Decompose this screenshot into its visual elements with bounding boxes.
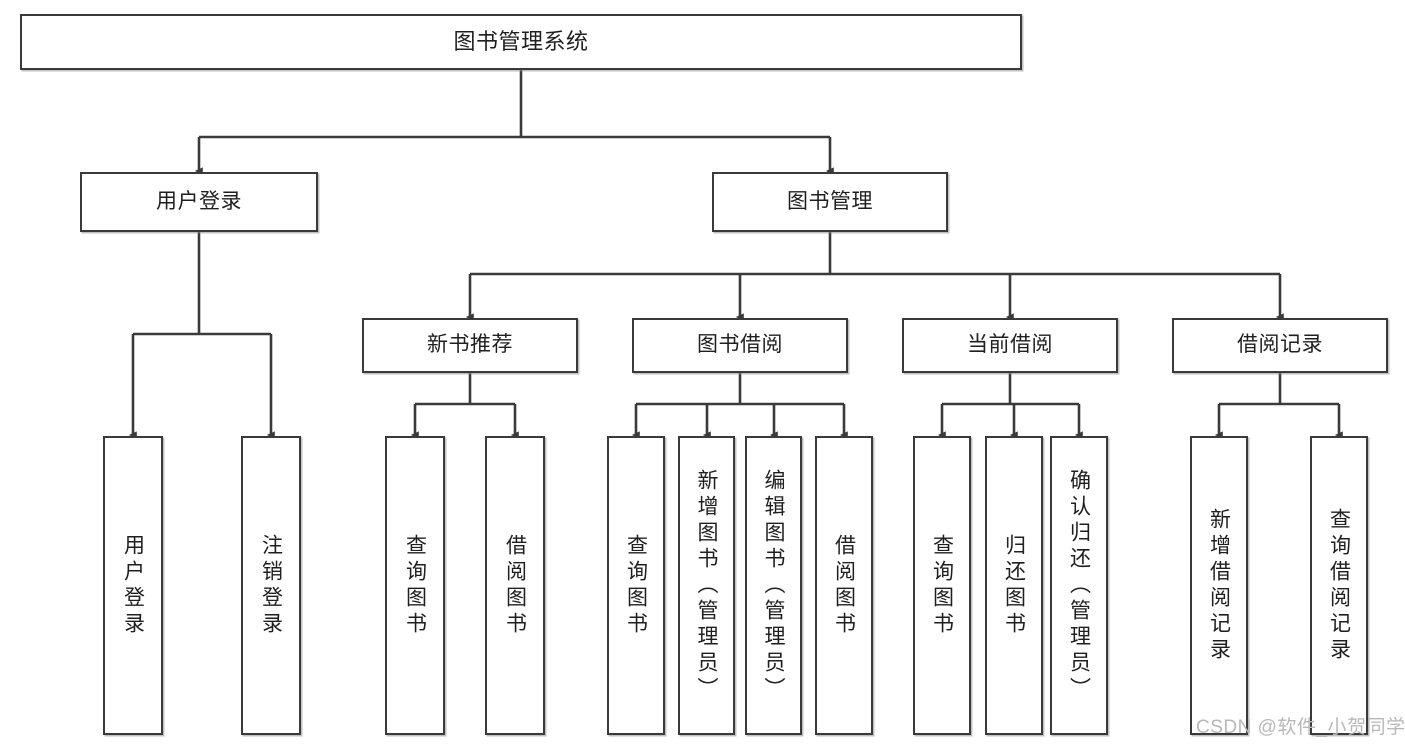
node-label: 注销登录 bbox=[259, 533, 283, 638]
connector-lines bbox=[128, 70, 1343, 439]
node-leaf-edit-book[interactable]: 编辑图书（管理员） bbox=[745, 436, 802, 735]
node-leaf-add-book[interactable]: 新增图书（管理员） bbox=[678, 436, 735, 735]
node-label: 图书管理系统 bbox=[453, 29, 589, 55]
node-label: 新增图书（管理员） bbox=[695, 468, 718, 703]
node-label: 归还图书 bbox=[1002, 533, 1026, 638]
node-label: 新增借阅记录 bbox=[1207, 507, 1231, 664]
node-label: 当前借阅 bbox=[967, 333, 1053, 357]
node-label: 查询图书 bbox=[624, 533, 648, 638]
node-new-book-rec[interactable]: 新书推荐 bbox=[362, 318, 578, 373]
node-root[interactable]: 图书管理系统 bbox=[20, 14, 1022, 70]
node-leaf-confirm-return[interactable]: 确认归还（管理员） bbox=[1050, 436, 1108, 735]
node-book-manage[interactable]: 图书管理 bbox=[712, 172, 948, 232]
node-label: 借阅记录 bbox=[1237, 333, 1323, 357]
node-label: 确认归还（管理员） bbox=[1067, 468, 1091, 703]
node-leaf-add-record[interactable]: 新增借阅记录 bbox=[1190, 436, 1248, 735]
node-label: 用户登录 bbox=[121, 533, 145, 638]
node-leaf-user-login[interactable]: 用户登录 bbox=[103, 436, 163, 735]
node-leaf-return-book[interactable]: 归还图书 bbox=[985, 436, 1043, 735]
node-borrow-record[interactable]: 借阅记录 bbox=[1172, 318, 1388, 373]
node-leaf-borrow-book-2[interactable]: 借阅图书 bbox=[815, 436, 873, 735]
node-leaf-query-record[interactable]: 查询借阅记录 bbox=[1310, 436, 1368, 735]
node-label: 借阅图书 bbox=[832, 533, 856, 638]
node-leaf-query-book-2[interactable]: 查询图书 bbox=[607, 436, 665, 735]
node-leaf-user-logout[interactable]: 注销登录 bbox=[241, 436, 301, 735]
node-label: 图书管理 bbox=[787, 189, 873, 213]
node-label: 借阅图书 bbox=[503, 533, 527, 638]
node-current-borrow[interactable]: 当前借阅 bbox=[902, 318, 1118, 373]
node-label: 查询借阅记录 bbox=[1327, 507, 1351, 664]
node-leaf-borrow-book-1[interactable]: 借阅图书 bbox=[485, 436, 545, 735]
node-label: 查询图书 bbox=[403, 533, 427, 638]
node-leaf-query-book-3[interactable]: 查询图书 bbox=[913, 436, 971, 735]
node-label: 查询图书 bbox=[930, 533, 954, 638]
node-label: 新书推荐 bbox=[427, 333, 513, 357]
node-label: 编辑图书（管理员） bbox=[762, 468, 785, 703]
node-leaf-query-book-1[interactable]: 查询图书 bbox=[385, 436, 445, 735]
node-label: 图书借阅 bbox=[697, 333, 783, 357]
node-label: 用户登录 bbox=[156, 189, 242, 213]
node-user-login[interactable]: 用户登录 bbox=[80, 172, 318, 232]
csdn-watermark: CSDN @软件_小贺同学 bbox=[1196, 717, 1405, 738]
node-book-borrow[interactable]: 图书借阅 bbox=[632, 318, 848, 373]
